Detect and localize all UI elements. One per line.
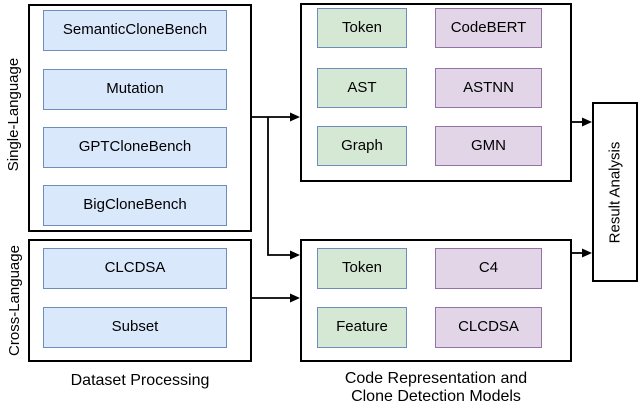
- node-ast: AST: [317, 68, 407, 108]
- single-language-group-label: Single-Language: [5, 57, 23, 171]
- node-mutation: Mutation: [43, 69, 227, 110]
- node-gmn: GMN: [435, 126, 542, 166]
- models-caption-line1: Code Representation and: [344, 370, 528, 387]
- node-token-single: Token: [317, 8, 407, 48]
- result-analysis-box: Result Analysis: [592, 102, 638, 282]
- node-codebert: CodeBERT: [435, 8, 542, 48]
- arrow-single-language-to-bottom-models: [267, 117, 300, 260]
- node-graph: Graph: [317, 126, 407, 166]
- node-feature: Feature: [317, 307, 407, 348]
- node-astnn: ASTNN: [435, 68, 542, 108]
- dataset-processing-caption: Dataset Processing: [70, 372, 210, 389]
- node-bigclonebench: BigCloneBench: [43, 185, 227, 226]
- node-token-cross: Token: [317, 248, 407, 289]
- result-analysis-label: Result Analysis: [606, 141, 624, 243]
- models-caption: Code Representation and Clone Detection …: [300, 370, 572, 406]
- models-caption-line2: Clone Detection Models: [351, 388, 521, 405]
- node-clcdsa-dataset: CLCDSA: [43, 248, 227, 289]
- node-gptclonebench: GPTCloneBench: [43, 127, 227, 168]
- node-subset: Subset: [43, 307, 227, 348]
- node-clcdsa-model: CLCDSA: [435, 307, 542, 348]
- cross-language-group-label: Cross-Language: [5, 245, 23, 356]
- node-c4: C4: [435, 248, 542, 289]
- node-semanticclonebench: SemanticCloneBench: [43, 10, 227, 51]
